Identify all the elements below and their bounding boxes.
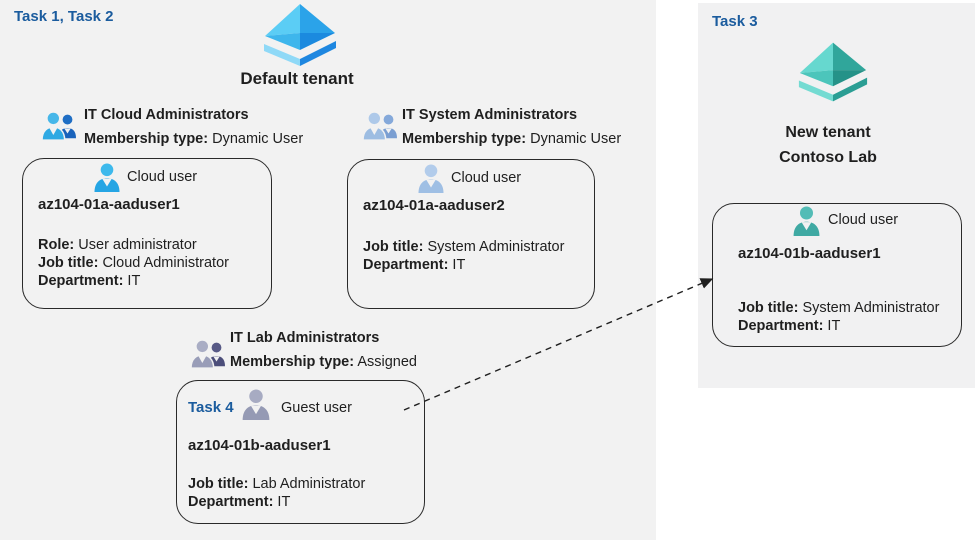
user-name-4: az104-01b-aaduser1: [738, 245, 881, 262]
membership-type-value: Dynamic User: [208, 131, 304, 147]
field-department: Department: IT: [363, 257, 466, 273]
user-type-label-1: Cloud user: [127, 169, 198, 185]
new-tenant-title-line2: Contoso Lab: [779, 149, 877, 166]
guest-user-icon: [242, 389, 270, 420]
user-name-2: az104-01a-aaduser2: [363, 197, 505, 214]
group-membership-system-admins: Membership type: Dynamic User: [402, 131, 621, 147]
user-type-label-2: Cloud user: [451, 170, 522, 186]
field-role: Role: User administrator: [38, 237, 197, 253]
field-job-title: Job title: Cloud Administrator: [38, 255, 229, 271]
field-department: Department: IT: [188, 494, 291, 510]
new-tenant-title-line1: New tenant: [785, 124, 871, 141]
user-name-1: az104-01a-aaduser1: [38, 196, 180, 213]
user-fields-2: Job title: System Administrator Departme…: [363, 238, 564, 274]
group-icon-lab-admins: [191, 338, 225, 369]
user-name-3: az104-01b-aaduser1: [188, 437, 331, 454]
azure-ad-blue-icon: [262, 3, 338, 67]
membership-type-label: Membership type:: [230, 354, 355, 370]
user-fields-1: Role: User administrator Job title: Clou…: [38, 236, 229, 290]
user-fields-3: Job title: Lab Administrator Department:…: [188, 475, 365, 511]
membership-type-label: Membership type:: [402, 131, 527, 147]
cloud-user-icon-1: [94, 163, 120, 192]
default-tenant-title: Default tenant: [240, 69, 354, 88]
task-3-label: Task 3: [712, 13, 758, 30]
cloud-user-icon-2: [418, 164, 444, 193]
task-1-2-label: Task 1, Task 2: [14, 8, 114, 25]
group-title-system-admins: IT System Administrators: [402, 107, 578, 123]
default-tenant-panel: [0, 0, 656, 540]
cloud-user-card-4: [712, 203, 962, 347]
field-job-title: Job title: System Administrator: [363, 239, 565, 255]
guest-user-card: [176, 380, 425, 524]
azure-ad-teal-icon: [797, 40, 869, 104]
group-icon-cloud-admins: [42, 110, 76, 141]
membership-type-label: Membership type:: [84, 131, 209, 147]
cloud-user-card-1: [22, 158, 272, 309]
task-4-label: Task 4: [188, 399, 234, 416]
user-type-label-3: Guest user: [281, 400, 352, 416]
cloud-user-icon-4: [793, 206, 820, 236]
membership-type-value: Assigned: [354, 354, 417, 370]
user-type-label-4: Cloud user: [828, 212, 899, 228]
field-job-title: Job title: Lab Administrator: [188, 476, 366, 492]
field-department: Department: IT: [38, 273, 141, 289]
user-fields-4: Job title: System Administrator Departme…: [738, 299, 939, 335]
field-department: Department: IT: [738, 318, 841, 334]
group-title-cloud-admins: IT Cloud Administrators: [84, 107, 249, 123]
membership-type-value: Dynamic User: [526, 131, 622, 147]
field-job-title: Job title: System Administrator: [738, 300, 940, 316]
group-membership-cloud-admins: Membership type: Dynamic User: [84, 131, 303, 147]
group-title-lab-admins: IT Lab Administrators: [230, 330, 380, 346]
group-membership-lab-admins: Membership type: Assigned: [230, 354, 417, 370]
group-icon-system-admins: [363, 110, 397, 141]
